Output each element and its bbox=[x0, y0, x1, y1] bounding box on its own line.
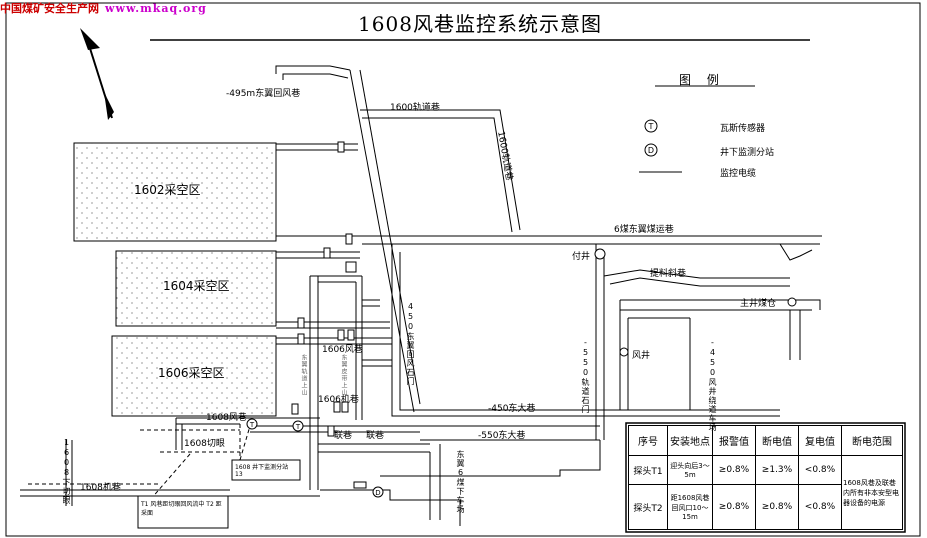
row2-alarm: ≥0.8% bbox=[712, 484, 756, 530]
header-alarm: 报警值 bbox=[712, 425, 756, 456]
goaf-1602-area bbox=[73, 142, 277, 242]
monitoring-cables bbox=[28, 424, 251, 501]
label-east-wind-stone-gate: 450东翼回风石门 bbox=[406, 302, 415, 386]
goaf-1604-area bbox=[115, 250, 277, 327]
svg-text:T: T bbox=[648, 122, 654, 131]
goaf-1606-area bbox=[111, 335, 277, 417]
label-east-transport-6: 6煤东翼煤运巷 bbox=[614, 225, 674, 235]
watermark-site-name: 中国煤矿安全生产网 bbox=[0, 2, 99, 15]
sensor-markers: T T D bbox=[246, 248, 797, 498]
label-mid-vertical-left: 东翼轨道上山 bbox=[300, 354, 307, 396]
lower-note: T1 风巷距切眼回风流中 T2 距采面 bbox=[141, 501, 222, 517]
row1-location: 迎头向后3～5m bbox=[667, 454, 713, 486]
label-machine-lane-1606: 1606机巷 bbox=[318, 395, 359, 405]
label-coal-chute: 提料斜巷 bbox=[650, 269, 687, 279]
table-header-row: 序号 安装地点 报警值 断电值 复电值 断电范围 bbox=[628, 425, 903, 456]
legend-symbols: T D bbox=[639, 119, 682, 173]
row2-cutoff: ≥0.8% bbox=[755, 484, 799, 530]
label-wind-shaft: 风井 bbox=[632, 351, 651, 361]
label-goaf-1602: 1602采空区 bbox=[134, 183, 201, 197]
label-east-main-450: -450东大巷 bbox=[488, 404, 536, 414]
row1-restore: <0.8% bbox=[798, 454, 842, 486]
label-east-main-550: -550东大巷 bbox=[478, 431, 526, 441]
frame-border bbox=[5, 2, 921, 537]
table-frame bbox=[625, 422, 906, 533]
label-mid-vertical-right: 东翼皮带上山 bbox=[340, 354, 347, 396]
row1-id: 探头T1 bbox=[628, 454, 668, 486]
label-cut-eye-1608: 1608切眼 bbox=[184, 439, 225, 449]
label-goaf-1606: 1606采空区 bbox=[158, 366, 225, 380]
substation-note: 1608 井下监测分站 13 bbox=[235, 464, 289, 478]
label-roadway-1600-top: 1600轨道巷 bbox=[390, 103, 440, 113]
label-wind-lane-1606: 1606风巷 bbox=[322, 345, 363, 355]
header-restore: 复电值 bbox=[798, 425, 842, 456]
label-main-shaft-bunker: 主井煤仓 bbox=[740, 299, 777, 309]
svg-text:D: D bbox=[375, 489, 380, 497]
row1-range: 1608风巷及联巷内所有非本安型电器设备的电源 bbox=[841, 455, 903, 530]
label-wind-lane-1608: 1608风巷 bbox=[206, 413, 247, 423]
label-east-wing-6-transport: 东翼6煤下车场 bbox=[456, 450, 465, 514]
row1-cutoff: ≥1.3% bbox=[755, 454, 799, 486]
site-watermark: 中国煤矿安全生产网 www.mkaq.org bbox=[0, 0, 207, 16]
label-return-airway-495: -495m东翼回风巷 bbox=[226, 89, 301, 99]
watermark-url: www.mkaq.org bbox=[105, 2, 207, 15]
page-title: 1608风巷监控系统示意图 bbox=[358, 12, 602, 36]
row2-location: 距1608风巷回风口10～15m bbox=[667, 484, 713, 530]
substation-box bbox=[231, 459, 301, 481]
label-lower-cut-1608: 1608下切眼 bbox=[62, 438, 71, 505]
svg-text:T: T bbox=[295, 423, 301, 431]
label-machine-lane-1608: 1608机巷 bbox=[80, 483, 121, 493]
header-range: 断电范围 bbox=[841, 425, 903, 456]
legend-item-cable: 监控电缆 bbox=[720, 169, 757, 179]
lower-note-box bbox=[137, 495, 229, 529]
row2-restore: <0.8% bbox=[798, 484, 842, 530]
label-wind-shaft-yard-450: -450风井绕道车场 bbox=[708, 338, 717, 432]
roadways bbox=[20, 65, 822, 526]
north-arrow-icon bbox=[80, 28, 114, 120]
label-rail-lane: 联巷 bbox=[334, 431, 353, 441]
header-id: 序号 bbox=[628, 425, 668, 456]
legend-item-gas-sensor: 瓦斯传感器 bbox=[720, 124, 766, 134]
legend-item-substation: 井下监测分站 bbox=[720, 148, 775, 158]
legend-title: 图 例 bbox=[679, 73, 725, 87]
header-cutoff: 断电值 bbox=[755, 425, 799, 456]
svg-text:D: D bbox=[648, 146, 654, 155]
label-fu-shaft: 付井 bbox=[572, 252, 591, 262]
row1-alarm: ≥0.8% bbox=[712, 454, 756, 486]
label-rail-lane-2: 联巷 bbox=[366, 431, 385, 441]
svg-text:T: T bbox=[249, 421, 255, 429]
label-goaf-1604: 1604采空区 bbox=[163, 279, 230, 293]
header-location: 安装地点 bbox=[667, 425, 713, 456]
table-row: 探头T2 距1608风巷回风口10～15m ≥0.8% ≥0.8% <0.8% bbox=[628, 484, 903, 530]
table-row: 探头T1 迎头向后3～5m ≥0.8% ≥1.3% <0.8% 1608风巷及联… bbox=[628, 454, 903, 530]
spec-table: 序号 安装地点 报警值 断电值 复电值 断电范围 探头T1 迎头向后3～5m ≥… bbox=[628, 425, 903, 530]
air-door-markers bbox=[291, 141, 367, 489]
row2-id: 探头T2 bbox=[628, 484, 668, 530]
label-rail-gate-550: -550轨道石门 bbox=[581, 338, 590, 414]
